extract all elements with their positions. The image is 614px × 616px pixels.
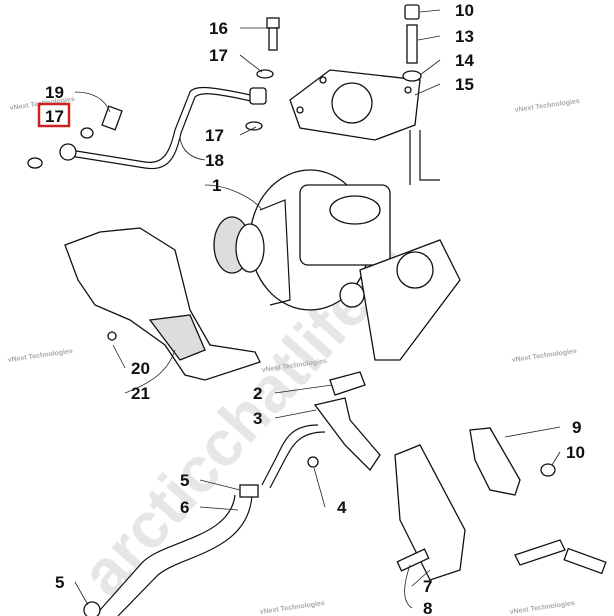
watermark-small: vNext Technologies [514, 98, 580, 114]
callout-7: 7 [423, 577, 432, 596]
callout-9: 9 [572, 418, 581, 437]
callout-13: 13 [455, 27, 474, 46]
callout-20: 20 [131, 359, 150, 378]
callout-5: 5 [55, 573, 64, 592]
callout-17: 17 [209, 46, 228, 65]
watermark-small: vNext Technologies [511, 348, 577, 364]
watermark-small: vNext Technologies [7, 348, 73, 364]
hose-part-6 [83, 484, 259, 616]
callout-21: 21 [131, 384, 150, 403]
gasket-part-2 [329, 371, 366, 396]
leader-lines [74, 9, 561, 609]
highlight-box [37, 102, 71, 128]
callout-5: 5 [180, 471, 189, 490]
bolt-part-16 [245, 17, 280, 131]
oil-line-part-18 [27, 86, 267, 170]
oil-return-pipe-part-3 [261, 397, 381, 489]
callout-3: 3 [253, 409, 262, 428]
watermark-small: vNext Technologies [509, 600, 575, 616]
callout-4: 4 [337, 498, 347, 517]
callout-17-highlighted[interactable]: 17 [45, 107, 64, 126]
heat-shield-part-21 [64, 227, 261, 381]
turbocharger-part-1 [213, 130, 461, 361]
callout-17: 17 [205, 126, 224, 145]
callout-6: 6 [180, 498, 189, 517]
bracket-part-7 [394, 427, 607, 581]
callout-19: 19 [45, 83, 64, 102]
callout-8: 8 [423, 599, 432, 616]
callout-14: 14 [455, 51, 474, 70]
callout-10: 10 [455, 1, 474, 20]
callout-18: 18 [205, 151, 224, 170]
watermark-small: vNext Technologies [259, 600, 325, 616]
callout-10: 10 [566, 443, 585, 462]
callout-15: 15 [455, 75, 474, 94]
gasket-part-15 [289, 69, 421, 141]
callout-16: 16 [209, 19, 228, 38]
callout-1: 1 [212, 176, 221, 195]
callout-2: 2 [253, 384, 262, 403]
stud-part-13 [402, 4, 422, 82]
